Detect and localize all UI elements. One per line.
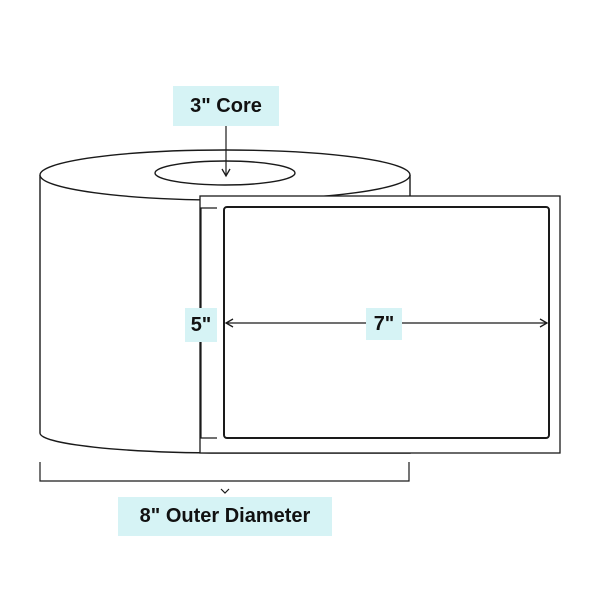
outer-diameter-label: 8" Outer Diameter	[118, 497, 332, 536]
label-width-label: 7"	[366, 308, 402, 340]
outer-diameter-bracket	[39, 462, 410, 482]
label-height-label: 5"	[185, 308, 217, 342]
core-size-label: 3" Core	[173, 86, 279, 126]
outer-diameter-chevron-icon	[220, 488, 230, 494]
roll-core	[154, 160, 296, 186]
